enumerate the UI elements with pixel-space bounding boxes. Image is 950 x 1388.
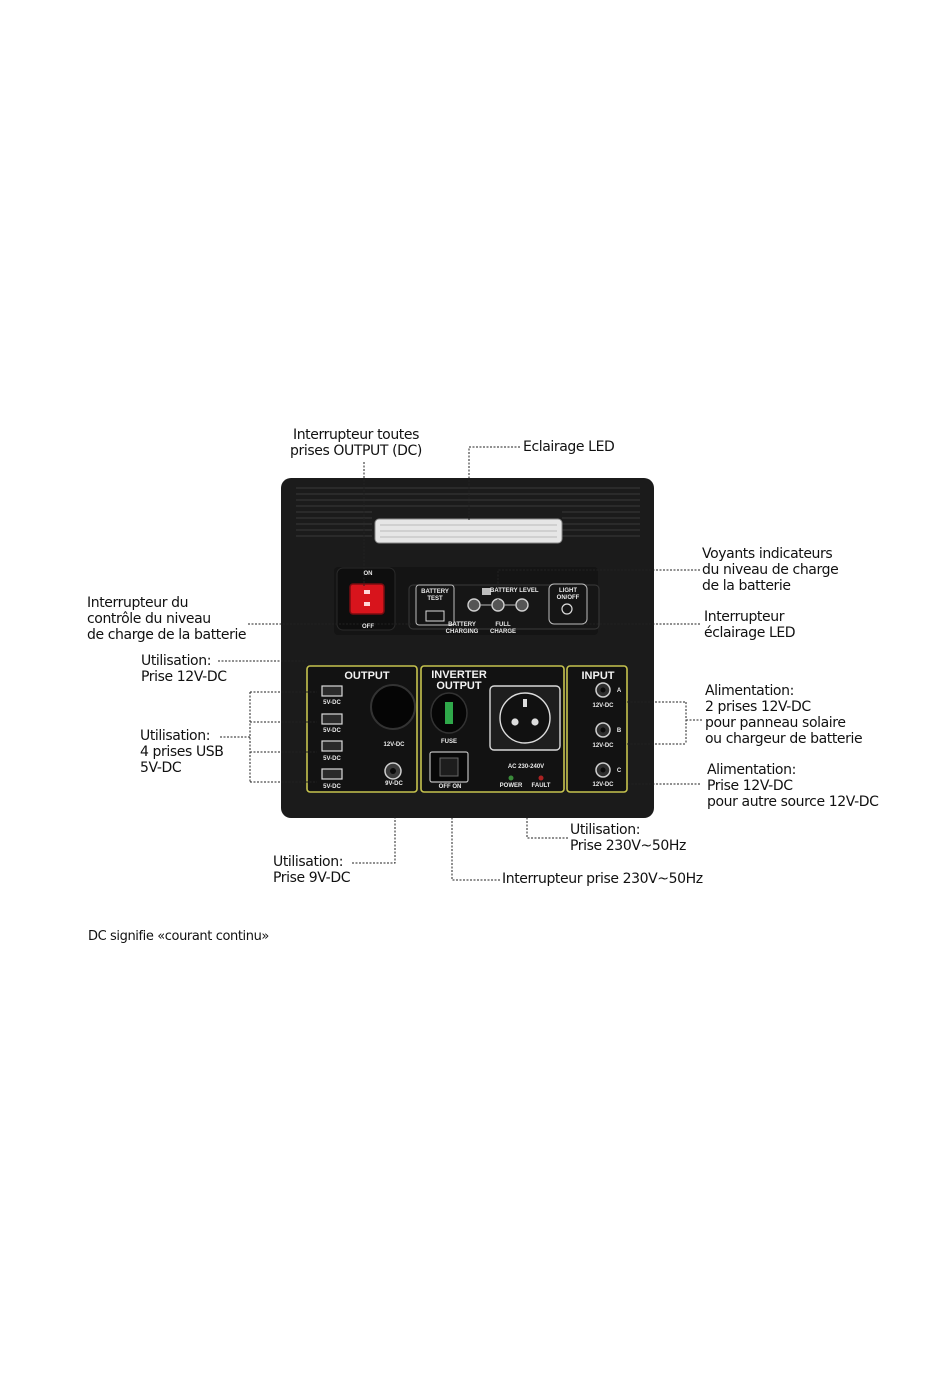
callout-use-12v: Utilisation: Prise 12V-DC <box>141 653 227 685</box>
battery-led-2 <box>491 598 505 612</box>
input-section-title: INPUT <box>581 670 615 682</box>
input-c-label: 12V-DC <box>592 782 614 788</box>
usb-label-3: 5V-DC <box>323 756 341 762</box>
callout-input-solar: Alimentation: 2 prises 12V-DC pour panne… <box>705 683 863 747</box>
leader-lines <box>218 446 702 881</box>
inverter-rocker <box>439 757 459 777</box>
power-label: POWER <box>499 783 523 789</box>
light-bulb-icon <box>561 603 573 615</box>
off-on-label: OFF ON <box>438 784 462 790</box>
callout-led-lighting: Eclairage LED <box>523 439 615 455</box>
input-a-label: 12V-DC <box>592 703 614 709</box>
input-b-label: 12V-DC <box>592 743 614 749</box>
callout-dc-output-switch: Interrupteur toutes prises OUTPUT (DC) <box>290 427 422 459</box>
battery-icon <box>425 610 445 622</box>
fault-label: FAULT <box>531 783 551 789</box>
fault-led <box>538 775 544 781</box>
usb-port-4 <box>321 768 343 780</box>
battery-level-label: BATTERY LEVEL <box>490 588 539 594</box>
usb-label-4: 5V-DC <box>323 784 341 790</box>
light-on-off-label: LIGHT ON/OFF <box>556 588 580 601</box>
input-letter-c: C <box>616 768 622 774</box>
ac-rating-label: AC 230-240V <box>507 764 545 770</box>
fuse-label: FUSE <box>440 739 457 745</box>
callout-input-other: Alimentation: Prise 12V-DC pour autre so… <box>707 762 879 810</box>
top-vents <box>296 487 640 537</box>
usb-port-1 <box>321 685 343 697</box>
off-label: OFF <box>362 624 374 630</box>
callout-battery-check-switch: Interrupteur du contrôle du niveau de ch… <box>87 595 247 643</box>
usb-label-1: 5V-DC <box>323 700 341 706</box>
output-section-title: OUTPUT <box>344 670 390 682</box>
main-rocker-switch <box>349 583 385 615</box>
callout-use-230v: Utilisation: Prise 230V~50Hz <box>570 822 686 854</box>
callout-use-usb: Utilisation: 4 prises USB 5V-DC <box>140 728 224 776</box>
dc-9v-label: 9V-DC <box>385 781 403 787</box>
battery-led-3 <box>515 598 529 612</box>
battery-charging-label: BATTERY CHARGING <box>445 622 479 635</box>
usb-port-3 <box>321 740 343 752</box>
dc-12v-label: 12V-DC <box>383 742 405 748</box>
callout-use-9v: Utilisation: Prise 9V-DC <box>273 854 351 886</box>
car-socket-12v <box>370 684 416 730</box>
power-led <box>508 775 514 781</box>
full-charge-label: FULL CHARGE <box>489 622 516 635</box>
usb-label-2: 5V-DC <box>323 728 341 734</box>
callout-led-switch: Interrupteur éclairage LED <box>704 609 796 641</box>
on-label: ON <box>363 571 373 577</box>
inverter-output-section-title: INVERTER OUTPUT <box>431 669 487 692</box>
fuse-element <box>445 702 453 724</box>
input-letter-b: B <box>616 728 622 734</box>
callout-switch-230v: Interrupteur prise 230V~50Hz <box>502 871 703 887</box>
usb-port-2 <box>321 713 343 725</box>
footnote: DC signifie «courant continu» <box>88 929 269 944</box>
battery-test-label: BATTERY TEST <box>421 589 449 602</box>
battery-led-1 <box>467 598 481 612</box>
callout-battery-indicators: Voyants indicateurs du niveau de charge … <box>702 546 839 594</box>
input-letter-a: A <box>616 688 622 694</box>
